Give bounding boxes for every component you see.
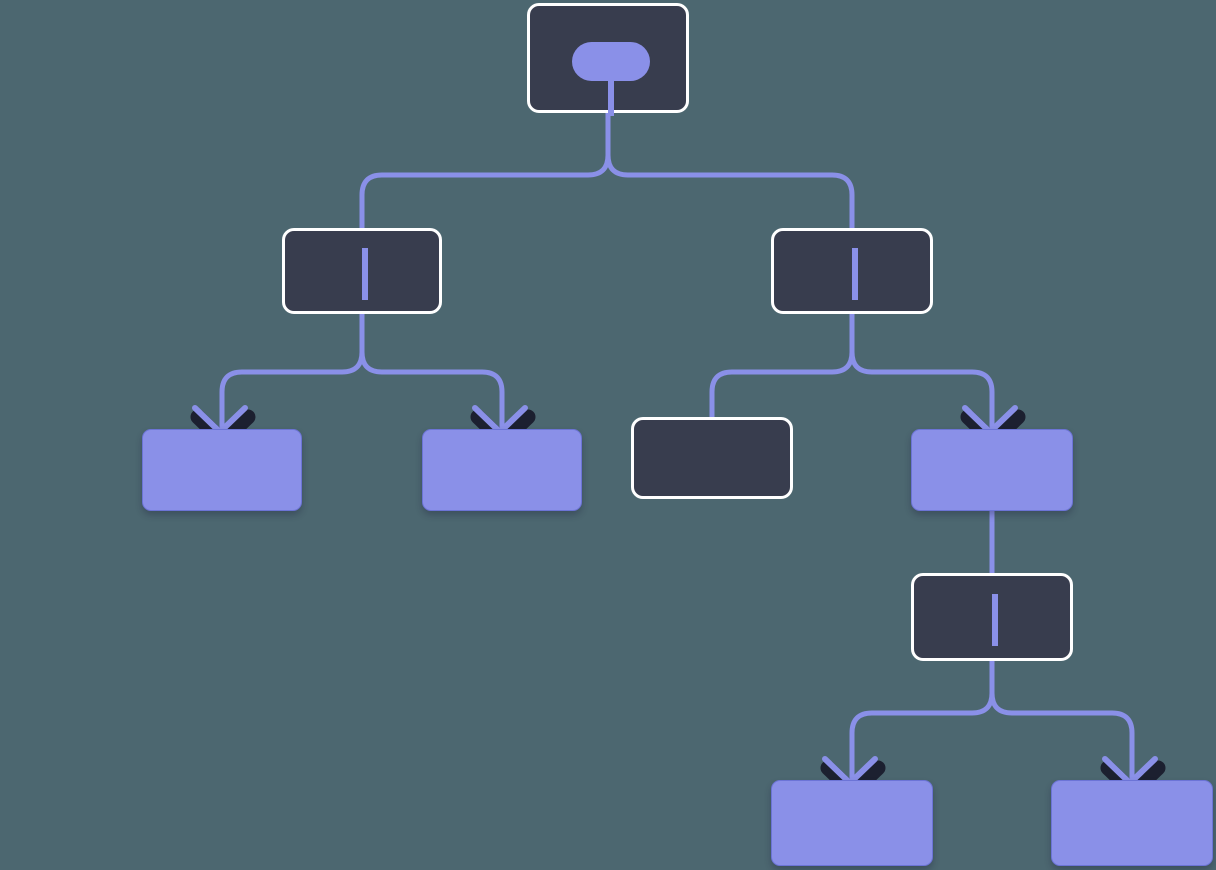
root-node[interactable] [527,3,689,116]
leaf-node-4[interactable] [1051,780,1213,866]
edge-path [989,661,1135,789]
edge-path [605,110,855,228]
edge-path [849,314,995,438]
branch-node-left[interactable] [282,228,442,314]
edge-path [359,110,611,228]
edge-path [359,314,505,438]
edge-branch-right-to-intermediate[interactable] [849,314,1026,449]
edge-branch-right-to-terminal[interactable] [709,314,855,417]
node-connector-stripe [852,248,858,300]
edge-path [709,314,855,417]
branch-node-right[interactable] [771,228,933,314]
leaf-node-2[interactable] [422,429,582,511]
edge-path [219,314,365,438]
leaf-node-3[interactable] [771,780,933,866]
root-pill-stem [608,78,614,116]
edge-branch-left-to-leaf-1[interactable] [190,314,365,449]
sub-branch-node[interactable] [911,573,1073,661]
terminal-node-outlined[interactable] [631,417,793,499]
edge-sub-branch-to-leaf-3[interactable] [820,661,995,800]
edge-root-to-branch-right[interactable] [605,110,855,228]
intermediate-node-accent[interactable] [911,429,1073,511]
edge-branch-left-to-leaf-2[interactable] [359,314,536,449]
edge-sub-branch-to-leaf-4[interactable] [989,661,1166,800]
node-connector-stripe [992,594,998,646]
leaf-node-1[interactable] [142,429,302,511]
node-connector-stripe [362,248,368,300]
edge-root-to-branch-left[interactable] [359,110,611,228]
edge-path [849,661,995,789]
root-pill-badge [572,42,650,81]
